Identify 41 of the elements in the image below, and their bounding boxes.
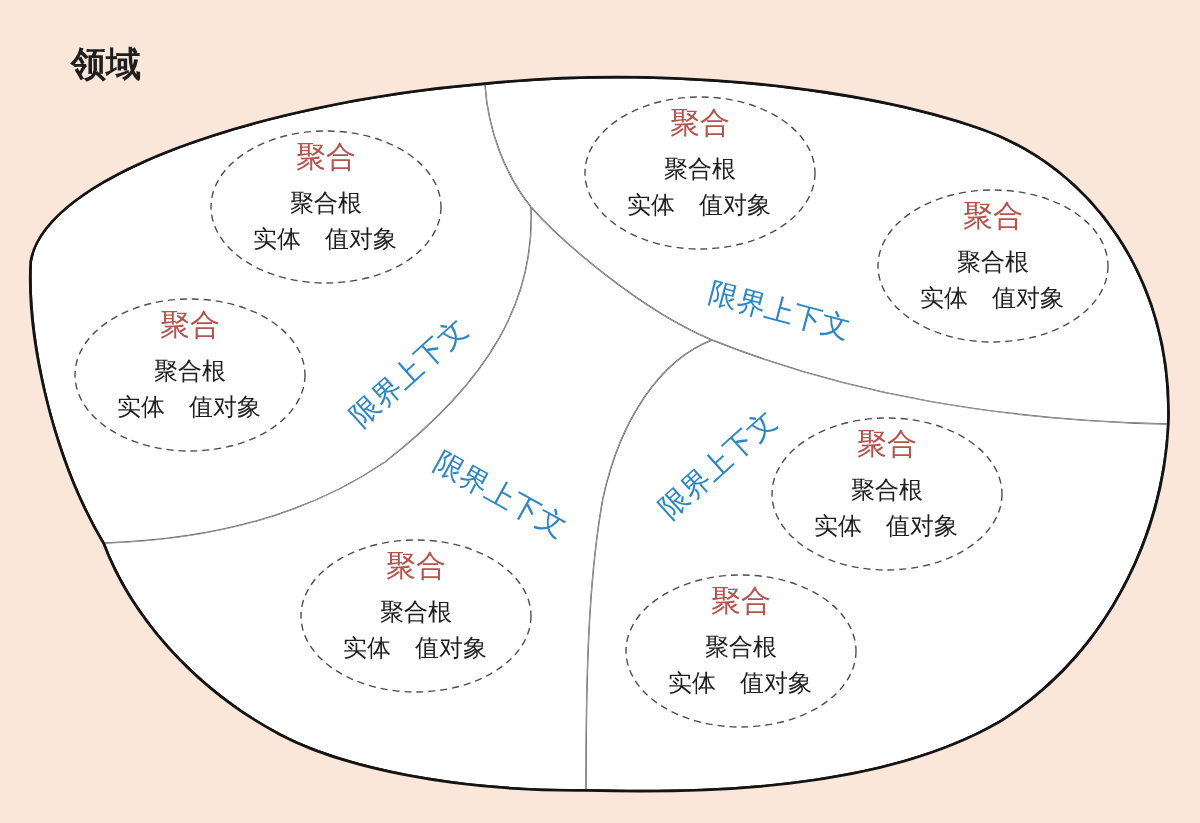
aggregate-root-label: 聚合根 [664,156,736,184]
aggregate-ellipse [584,96,816,250]
value-object-label: 值对象 [740,670,812,698]
value-object-label: 值对象 [415,635,487,663]
context-label: 限界上下文 [652,404,784,526]
aggregate-root-label: 聚合根 [705,634,777,662]
domain-title: 领域 [71,47,141,82]
entity-label: 实体 [814,513,862,541]
bounded-context-region [585,339,1168,791]
value-object-label: 值对象 [992,285,1064,313]
aggregate-root-label: 聚合根 [290,190,362,218]
entity-label: 实体 [668,670,716,698]
aggregate-ellipse [877,189,1109,343]
entity-label: 实体 [253,226,301,254]
value-object-label: 值对象 [325,226,397,254]
aggregate-ellipse [210,130,442,284]
aggregate-root-label: 聚合根 [851,477,923,505]
value-object-label: 值对象 [699,192,771,220]
aggregate-root-label: 聚合根 [380,599,452,627]
value-object-label: 值对象 [886,513,958,541]
entity-label: 实体 [920,285,968,313]
aggregate-title: 聚合 [160,307,220,343]
domain-region [30,45,1168,791]
aggregate-ellipse [300,539,532,693]
aggregate-title: 聚合 [963,198,1023,234]
aggregate-root-label: 聚合根 [154,358,226,386]
context-label: 限界上下文 [428,445,572,545]
entity-label: 实体 [117,394,165,422]
aggregate-title: 聚合 [386,548,446,584]
aggregate-title: 聚合 [296,139,356,175]
aggregate-ellipse [625,574,857,728]
aggregate-title: 聚合 [857,426,917,462]
aggregate-root-label: 聚合根 [957,249,1029,277]
aggregate-title: 聚合 [670,105,730,141]
entity-label: 实体 [627,192,675,220]
value-object-label: 值对象 [189,394,261,422]
aggregate-title: 聚合 [711,583,771,619]
context-label: 限界上下文 [704,276,854,346]
context-label: 限界上下文 [343,312,475,434]
entity-label: 实体 [343,635,391,663]
aggregate-ellipse [74,298,306,452]
